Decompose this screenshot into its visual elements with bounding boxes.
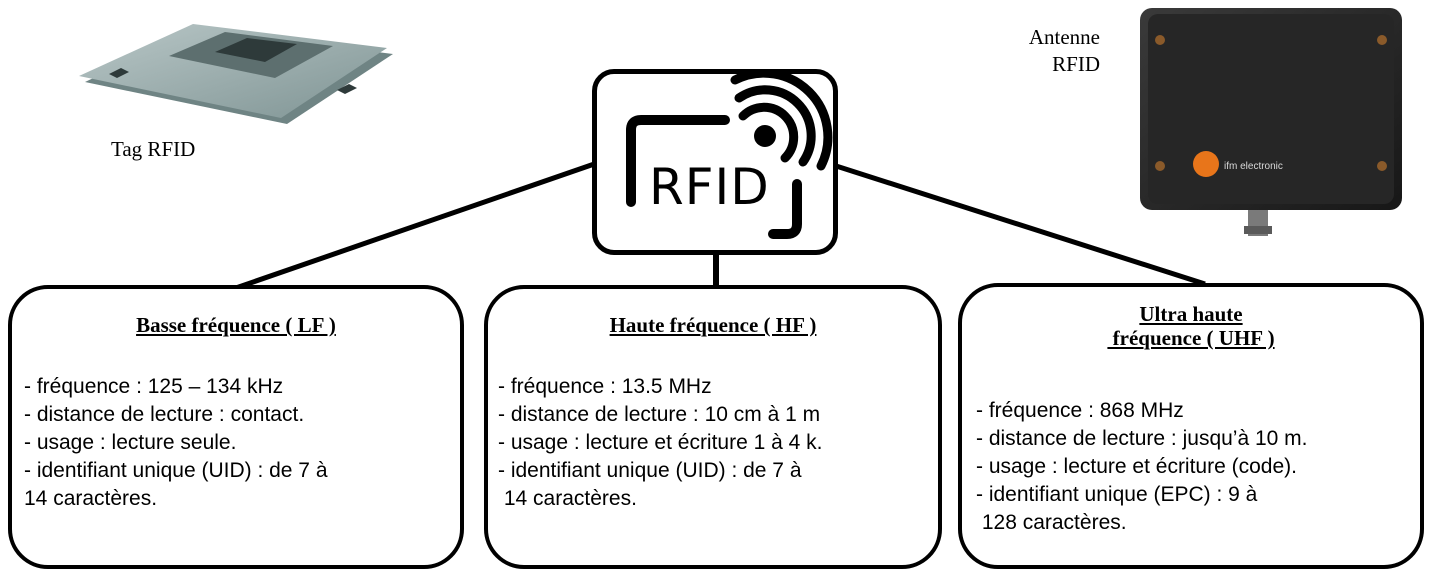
box-hf-line: - distance de lecture : 10 cm à 1 m: [498, 403, 821, 426]
box-hf-title: Haute fréquence ( HF ): [488, 313, 938, 337]
box-lf-lines: - fréquence : 125 – 134 kHz - distance d…: [24, 373, 328, 513]
box-lf-title: Basse fréquence ( LF ): [12, 313, 460, 337]
box-hf-title-line: Haute fréquence ( HF ): [609, 313, 817, 337]
tag-caption: Tag RFID: [111, 137, 196, 161]
rfid-logo-box: RFID: [592, 69, 838, 255]
box-lf-line: - identifiant unique (UID) : de 7 à: [24, 459, 328, 482]
box-low-frequency: Basse fréquence ( LF ) - fréquence : 125…: [8, 285, 464, 569]
box-hf-line: - fréquence : 13.5 MHz: [498, 375, 712, 398]
box-lf-line: - usage : lecture seule.: [24, 431, 237, 454]
antenna-caption: Antenne RFID: [990, 24, 1100, 78]
box-lf-line: - fréquence : 125 – 134 kHz: [24, 375, 284, 398]
box-uhf-title: Ultra haute fréquence ( UHF ): [962, 302, 1420, 350]
antenna-caption-line2: RFID: [1052, 52, 1100, 76]
box-uhf-line: - distance de lecture : jusqu’à 10 m.: [976, 427, 1308, 450]
box-hf-line: - usage : lecture et écriture 1 à 4 k.: [498, 431, 823, 454]
box-uhf-lines: - fréquence : 868 MHz - distance de lect…: [976, 397, 1308, 537]
antenna-brand-text: ifm electronic: [1224, 161, 1283, 172]
box-uhf-line: - fréquence : 868 MHz: [976, 399, 1184, 422]
connector-right: [832, 162, 1206, 287]
box-hf-lines: - fréquence : 13.5 MHz - distance de lec…: [498, 373, 823, 513]
box-ultra-high-frequency: Ultra haute fréquence ( UHF ) - fréquenc…: [958, 283, 1424, 569]
box-uhf-line: - identifiant unique (EPC) : 9 à: [976, 483, 1258, 506]
rfid-antenna-image: ifm electronic: [1140, 8, 1402, 236]
box-uhf-line: 128 caractères.: [976, 511, 1127, 534]
box-hf-line: - identifiant unique (UID) : de 7 à: [498, 459, 802, 482]
box-uhf-line: - usage : lecture et écriture (code).: [976, 455, 1297, 478]
box-lf-line: - distance de lecture : contact.: [24, 403, 305, 426]
box-uhf-title-line: fréquence ( UHF ): [1107, 326, 1275, 350]
box-lf-line: 14 caractères.: [24, 487, 158, 510]
antenna-brand-logo-icon: [1193, 151, 1219, 177]
rfid-tag-image: [79, 24, 393, 124]
rfid-wireless-tag-icon: [626, 74, 833, 239]
box-uhf-title-line: Ultra haute: [1139, 302, 1243, 326]
box-lf-title-line: Basse fréquence ( LF ): [136, 313, 336, 337]
box-high-frequency: Haute fréquence ( HF ) - fréquence : 13.…: [484, 285, 942, 569]
box-hf-line: 14 caractères.: [498, 487, 637, 510]
connector-left: [229, 159, 601, 293]
rfid-logo-text: RFID: [649, 158, 770, 216]
antenna-caption-line1: Antenne: [1028, 25, 1100, 49]
